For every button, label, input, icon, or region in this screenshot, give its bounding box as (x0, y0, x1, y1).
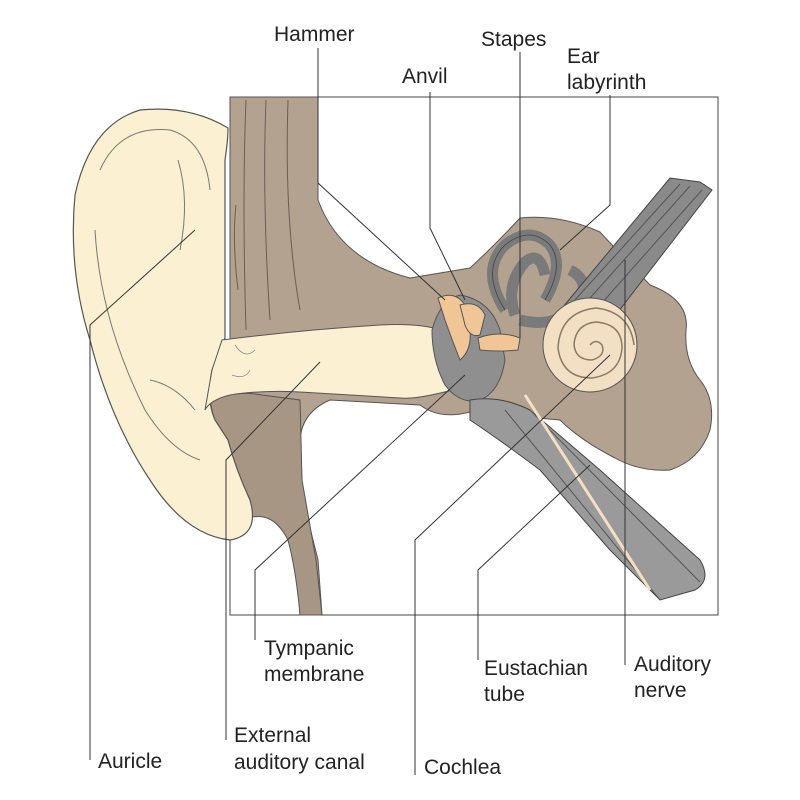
bone-streak-2 (264, 99, 271, 321)
eustachian-inner-1 (504, 409, 661, 601)
anvil-bone (459, 303, 486, 336)
label-eustachian-1: Eustachian (484, 657, 588, 680)
label-ear-labyrinth-1: Ear (567, 45, 600, 68)
label-auditory-nerve-1: Auditory (634, 653, 712, 676)
eustachian-inner-2 (529, 409, 701, 583)
label-ear-labyrinth-2: labyrinth (567, 71, 647, 94)
labyrinth-outline (492, 234, 557, 311)
stapes-bone (477, 333, 521, 352)
auricle-leader (89, 229, 196, 760)
anvil-leader (429, 92, 466, 301)
tympanic-leader (254, 374, 466, 640)
eustachian-tube-shape (469, 398, 706, 601)
label-auditory-nerve-2: nerve (634, 679, 687, 702)
eustachian-leader (477, 464, 591, 660)
label-cochlea: Cochlea (424, 756, 502, 779)
label-eustachian-2: tube (484, 683, 525, 706)
auricle-fold-2 (94, 229, 201, 461)
external-canal-leader (225, 361, 321, 740)
label-external-canal-1: External (234, 724, 312, 747)
auricle-shape (72, 108, 254, 541)
leader-lines (89, 48, 626, 775)
auricle-fold-3 (149, 379, 196, 411)
bone-streak-4 (233, 204, 239, 291)
bone-streak-3 (286, 99, 301, 311)
label-tympanic-2: membrane (264, 663, 365, 686)
cochlea-spiral (557, 307, 635, 379)
hammer-leader (317, 48, 446, 301)
labyrinth-leader (559, 95, 611, 251)
eustachian-inner-3 (523, 394, 652, 591)
label-hammer: Hammer (274, 23, 355, 46)
label-anvil: Anvil (402, 65, 448, 88)
bone-streak-1 (243, 99, 247, 331)
label-external-canal-2: auditory canal (234, 751, 365, 774)
auricle-fold-4 (177, 159, 185, 251)
cochlea-leader (414, 354, 611, 775)
label-auricle: Auricle (98, 750, 163, 773)
auricle-fold-1 (99, 129, 211, 191)
label-stapes: Stapes (481, 28, 547, 51)
canal-hair (231, 344, 256, 378)
canal-shape (204, 324, 471, 411)
label-tympanic-1: Tympanic (264, 637, 354, 660)
